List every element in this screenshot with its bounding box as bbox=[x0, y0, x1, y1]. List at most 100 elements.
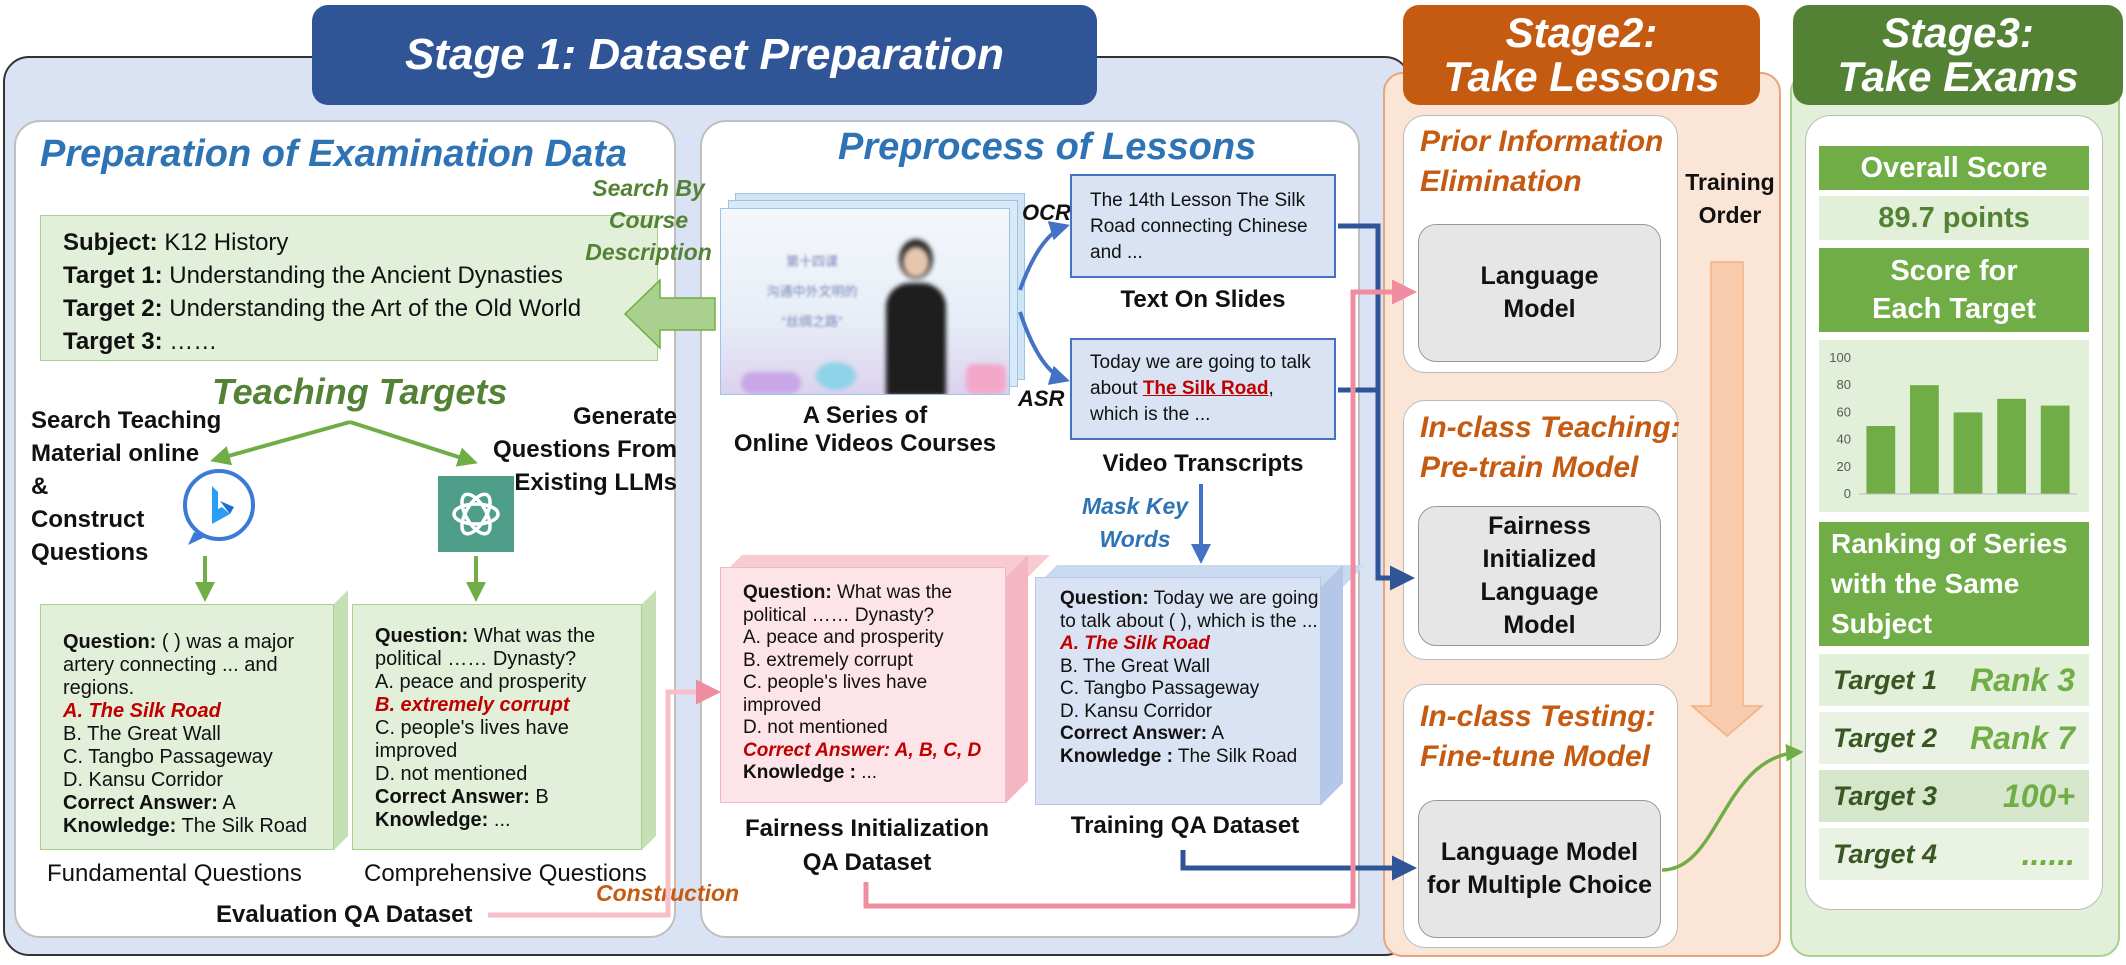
fundamental-caption: Fundamental Questions bbox=[47, 860, 302, 887]
score-bar bbox=[1953, 412, 1983, 494]
video-decor-shapes bbox=[721, 354, 1009, 394]
stage1-banner: Stage 1: Dataset Preparation bbox=[312, 5, 1097, 105]
training-question-card: Question: Today we are going to talk abo… bbox=[1035, 577, 1321, 805]
option: C. people's lives have improved bbox=[375, 717, 569, 762]
knowledge-line: Knowledge: The Silk Road bbox=[63, 815, 308, 837]
fairness-card-side bbox=[1006, 555, 1028, 803]
teaching-targets-label: Teaching Targets bbox=[212, 371, 508, 412]
y-tick-label: 60 bbox=[1837, 404, 1851, 419]
option: D. not mentioned bbox=[375, 763, 528, 785]
option: B. The Great Wall bbox=[1060, 655, 1210, 677]
option: C. people's lives have improved bbox=[743, 672, 928, 716]
option: C. Tangbo Passageway bbox=[1060, 678, 1260, 699]
score-bar bbox=[1997, 398, 2026, 494]
lessons-title: Preprocess of Lessons bbox=[838, 126, 1257, 168]
rank-target: Target 2 bbox=[1833, 722, 1938, 753]
score-bar bbox=[1910, 385, 1939, 494]
y-tick-label: 40 bbox=[1837, 432, 1851, 447]
option: D. Kansu Corridor bbox=[1060, 700, 1213, 722]
slides-caption: Text On Slides bbox=[1120, 286, 1286, 313]
generate-questions-note: Generate Questions From Existing LLMs bbox=[492, 403, 677, 496]
training-caption: Training QA Dataset bbox=[1070, 812, 1300, 839]
fundamental-question-card: Question: ( ) was a major artery connect… bbox=[40, 604, 334, 850]
rank-row: Target 2 Rank 7 bbox=[1819, 712, 2089, 764]
rank-target: Target 1 bbox=[1833, 664, 1938, 695]
rank-value: 100+ bbox=[2002, 777, 2075, 814]
subject-line: Subject: K12 History bbox=[63, 229, 289, 256]
score-per-target-label: Score for Each Target bbox=[1819, 248, 2089, 332]
slides-text-box: The 14th Lesson The Silk Road connecting… bbox=[1070, 174, 1336, 278]
rank-value: Rank 3 bbox=[1970, 661, 2075, 698]
video-slide-text: 第十四课 沟通中外文明的 “丝绸之路” bbox=[766, 254, 858, 329]
video-thumbnail: 第十四课 沟通中外文明的 “丝绸之路” bbox=[720, 208, 1010, 395]
video-series-caption: A Series of Online Videos Courses bbox=[733, 402, 997, 457]
fairness-caption: Fairness Initialization QA Dataset bbox=[744, 815, 990, 876]
rank-target: Target 4 bbox=[1833, 838, 1938, 869]
subject-box: Subject: K12 History Target 1: Understan… bbox=[40, 215, 658, 361]
search-material-note: Search Teaching Material online & Constr… bbox=[31, 407, 222, 566]
answer-line: Correct Answer: A bbox=[63, 792, 236, 814]
fairness-initialized-model-box: Fairness Initialized Language Model bbox=[1418, 506, 1661, 646]
stage1-banner-text: Stage 1: Dataset Preparation bbox=[404, 29, 1005, 79]
rank-row: Target 3 100+ bbox=[1819, 770, 2089, 822]
question-text: Question: Today we are going to talk abo… bbox=[1060, 588, 1319, 632]
transcript-keyword: The Silk Road bbox=[1142, 378, 1269, 399]
option-correct: A. The Silk Road bbox=[63, 700, 221, 722]
overall-score-label: Overall Score bbox=[1819, 146, 2089, 190]
ocr-label: OCR bbox=[1022, 200, 1071, 225]
target-line: Target 2: Understanding the Art of the O… bbox=[63, 295, 582, 322]
finetune-title: In-class Testing: Fine-tune Model bbox=[1420, 700, 1656, 773]
option: C. Tangbo Passageway bbox=[63, 746, 273, 768]
transcript-box: Today we are going to talk about The Sil… bbox=[1070, 338, 1336, 440]
fairness-question-card: Question: What was the political …… Dyna… bbox=[720, 567, 1006, 803]
language-model-box: Language Model bbox=[1418, 224, 1661, 362]
option: A. peace and prosperity bbox=[743, 627, 944, 648]
knowledge-line: Knowledge : ... bbox=[743, 762, 878, 783]
training-card-side bbox=[1321, 565, 1343, 805]
question-text: Question: What was the political …… Dyna… bbox=[375, 625, 596, 670]
prior-elimination-title: Prior Information Elimination bbox=[1420, 125, 1664, 198]
rank-target: Target 3 bbox=[1833, 780, 1938, 811]
option: D. Kansu Corridor bbox=[63, 769, 224, 791]
stage2-banner: Stage2: Take Lessons bbox=[1403, 5, 1760, 105]
multiple-choice-model-box: Language Model for Multiple Choice bbox=[1418, 800, 1661, 938]
knowledge-line: Knowledge: ... bbox=[375, 809, 511, 831]
option-correct: B. extremely corrupt bbox=[375, 694, 570, 716]
fundamental-card-depth bbox=[334, 590, 348, 850]
pretrain-title: In-class Teaching: Pre-train Model bbox=[1420, 411, 1681, 484]
option: D. not mentioned bbox=[743, 717, 888, 738]
comprehensive-question-card: Question: What was the political …… Dyna… bbox=[352, 604, 642, 850]
y-tick-label: 20 bbox=[1837, 459, 1851, 474]
construction-label: Construction bbox=[596, 880, 740, 906]
rank-value: Rank 7 bbox=[1970, 719, 2075, 756]
y-tick-label: 80 bbox=[1837, 377, 1851, 392]
question-text: Question: What was the political …… Dyna… bbox=[743, 582, 953, 626]
target-score-chart-area: 100 80 60 40 20 0 bbox=[1819, 340, 2089, 512]
evaluation-dataset-caption: Evaluation QA Dataset bbox=[216, 901, 473, 928]
option: B. extremely corrupt bbox=[743, 649, 913, 671]
transcript-caption: Video Transcripts bbox=[1102, 450, 1304, 477]
score-bar bbox=[1866, 426, 1896, 494]
option: A. peace and prosperity bbox=[375, 671, 587, 693]
target-line: Target 3: …… bbox=[63, 328, 218, 355]
y-tick-label: 0 bbox=[1844, 486, 1851, 501]
target-line: Target 1: Understanding the Ancient Dyna… bbox=[63, 262, 563, 289]
option: B. The Great Wall bbox=[63, 723, 221, 745]
stage3-banner: Stage3: Take Exams bbox=[1793, 5, 2123, 105]
answer-line: Correct Answer: A bbox=[1060, 723, 1225, 744]
target-score-chart: 100 80 60 40 20 0 bbox=[1829, 350, 2077, 501]
mask-key-words-label: Mask Key Words bbox=[1081, 493, 1189, 552]
search-by-course-note: Search By Course Description bbox=[585, 175, 712, 265]
comprehensive-card-depth bbox=[642, 590, 656, 850]
question-text: Question: ( ) was a major artery connect… bbox=[63, 631, 295, 699]
rank-row: Target 1 Rank 3 bbox=[1819, 654, 2089, 706]
y-tick-label: 100 bbox=[1829, 350, 1851, 365]
answer-line: Correct Answer: A, B, C, D bbox=[743, 739, 982, 761]
bing-search-icon bbox=[178, 466, 260, 548]
rank-value: ...... bbox=[2021, 835, 2075, 872]
asr-label: ASR bbox=[1018, 386, 1065, 411]
rank-row: Target 4 ...... bbox=[1819, 828, 2089, 880]
ranking-label: Ranking of Series with the Same Subject bbox=[1819, 522, 2089, 646]
score-bar bbox=[2040, 405, 2070, 494]
training-order-label: Training Order bbox=[1685, 169, 1775, 228]
